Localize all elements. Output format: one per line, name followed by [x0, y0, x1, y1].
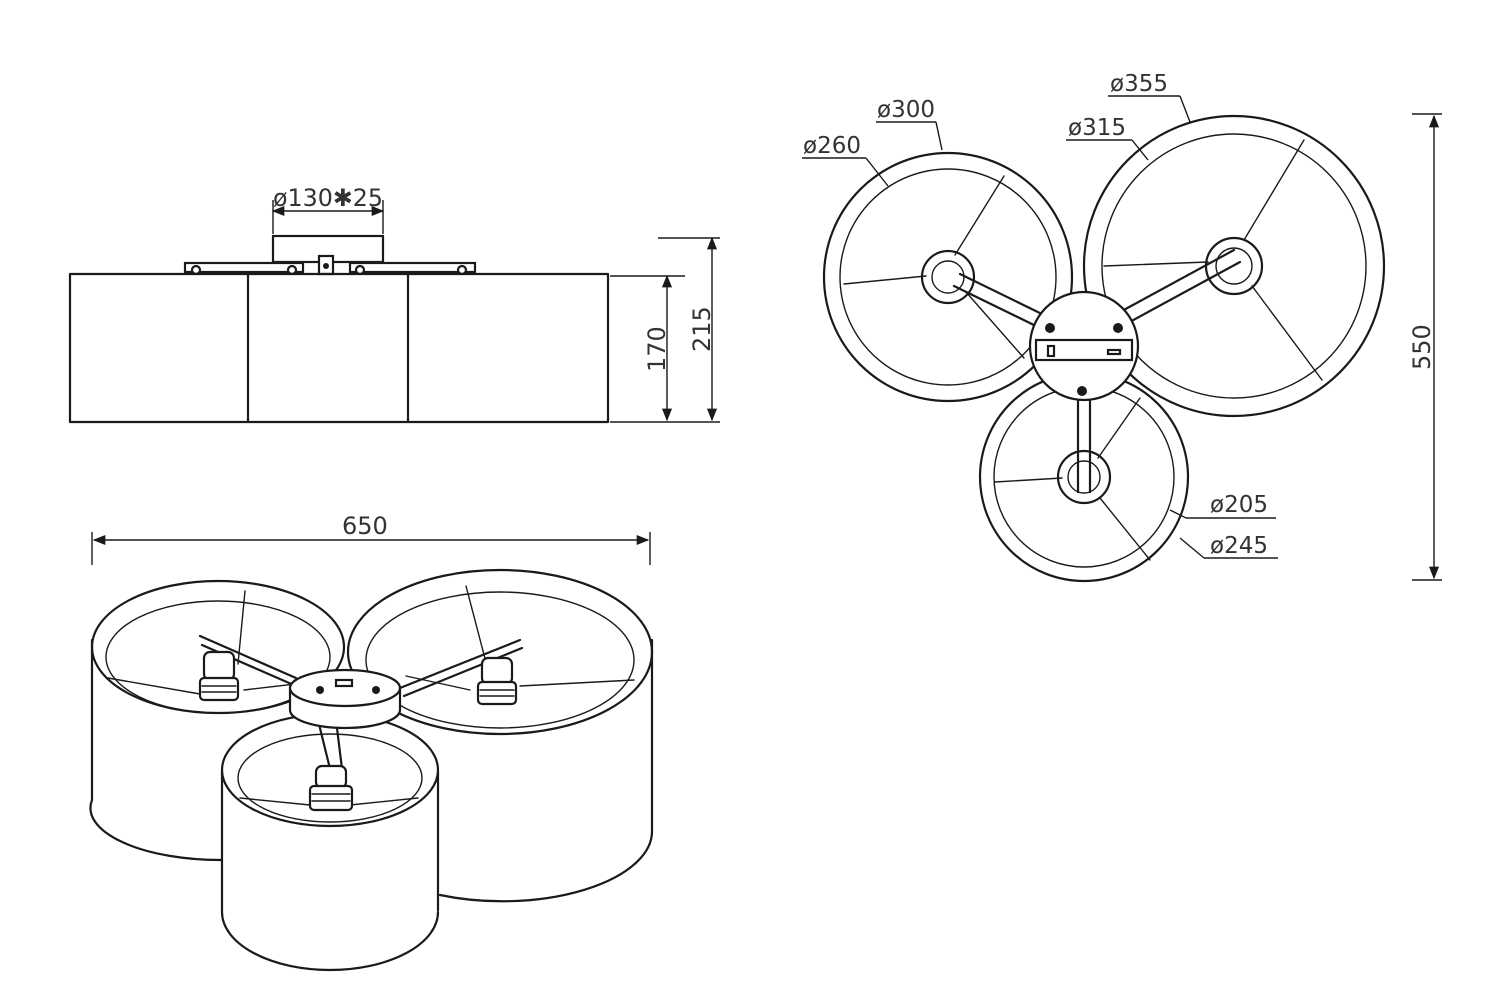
- top-canopy: [1028, 290, 1140, 402]
- left-shade: [89, 579, 346, 862]
- shade-height-label: 170: [643, 326, 671, 372]
- socket-right: [476, 656, 518, 706]
- small-shade-inner-label: ø205: [1210, 492, 1268, 518]
- overall-width-label: 650: [342, 512, 388, 540]
- small-shade-outer-label: ø245: [1210, 533, 1268, 559]
- small-shade-top: [978, 371, 1190, 583]
- support-arm-left: [183, 261, 305, 274]
- medium-shade-top: [822, 151, 1074, 403]
- large-shade-inner-label: ø315: [1068, 115, 1126, 141]
- top-view-dimensions: ø355 ø315 ø300 ø260 ø205 ø245 550: [802, 71, 1442, 581]
- overall-depth-label: 550: [1408, 324, 1436, 370]
- total-height-label: 215: [688, 306, 716, 352]
- perspective-canopy: [288, 668, 402, 730]
- perspective-view: 650: [89, 512, 654, 972]
- large-shade-outer-label: ø355: [1110, 71, 1168, 97]
- medium-shade-inner-label: ø260: [803, 133, 861, 159]
- shades-silhouette: [68, 272, 610, 424]
- support-arm-right: [348, 261, 477, 274]
- top-view: ø355 ø315 ø300 ø260 ø205 ø245 550: [802, 71, 1442, 583]
- socket-front: [308, 764, 354, 812]
- side-view: ø130✱25 170 215: [68, 184, 720, 424]
- socket-left: [198, 650, 240, 702]
- right-shade: [346, 568, 654, 903]
- medium-shade-outer-label: ø300: [877, 97, 935, 123]
- base-dimension-label: ø130✱25: [273, 184, 383, 212]
- top-arms: [952, 248, 1242, 494]
- front-shade: [220, 712, 440, 972]
